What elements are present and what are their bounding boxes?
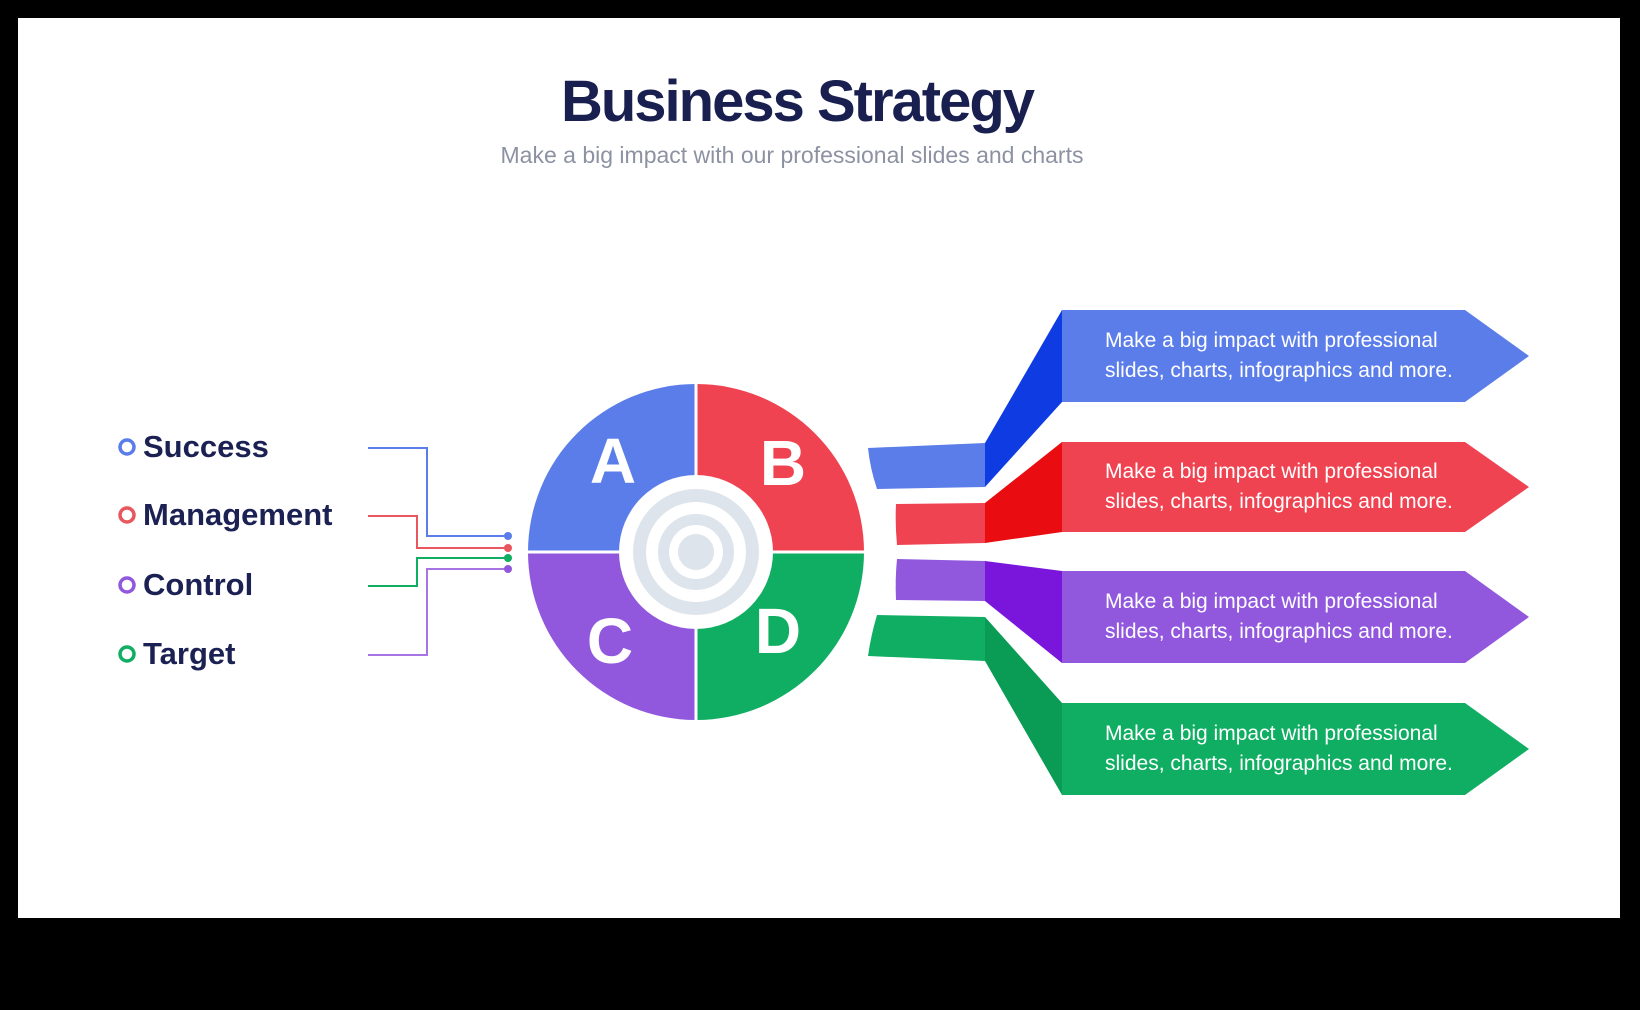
banner-text-1: Make a big impact with professional slid…	[1105, 310, 1495, 402]
connector-line-control	[368, 557, 505, 587]
banner-text-4-line-1: Make a big impact with professional	[1105, 722, 1438, 745]
banner-text-4-line-2: slides, charts, infographics and more.	[1105, 752, 1453, 775]
ribbon-band-4	[868, 615, 985, 661]
banner-text-3-line-1: Make a big impact with professional	[1105, 590, 1438, 613]
banner-text-3-line-2: slides, charts, infographics and more.	[1105, 620, 1453, 643]
ribbon-band-3	[895, 559, 985, 601]
quadrant-letter-b: B	[760, 427, 806, 499]
ribbon-band-2	[895, 503, 985, 545]
ribbon-fold-4	[985, 617, 1062, 795]
ribbon-fold-3	[985, 561, 1062, 663]
banner-text-2-line-1: Make a big impact with professional	[1105, 460, 1438, 483]
connector-dot-red	[504, 544, 512, 552]
bullseye-center	[678, 534, 714, 570]
connector-line-management	[368, 515, 505, 549]
ribbon-banner-1	[1062, 310, 1529, 402]
banner-text-2: Make a big impact with professional slid…	[1105, 442, 1495, 532]
legend-bullet-management	[118, 506, 136, 524]
ribbon-fold-1	[985, 310, 1062, 487]
ribbon-fold-2	[985, 442, 1062, 543]
quadrant-letter-c: C	[587, 605, 633, 677]
banner-text-1-line-2: slides, charts, infographics and more.	[1105, 359, 1453, 382]
legend-bullet-success	[118, 438, 136, 456]
connector-dot-green	[504, 554, 512, 562]
ribbon-banner-4	[1062, 703, 1529, 795]
legend-label-target: Target	[143, 636, 236, 671]
legend-label-success: Success	[143, 429, 269, 464]
ribbon-banner-2	[1062, 442, 1529, 532]
connector-line-target	[368, 568, 505, 656]
connector-line-success	[368, 447, 505, 537]
legend-label-control: Control	[143, 567, 254, 602]
banner-text-2-line-2: slides, charts, infographics and more.	[1105, 490, 1453, 513]
target-bullseye	[619, 475, 773, 629]
banner-text-4: Make a big impact with professional slid…	[1105, 703, 1495, 795]
banner-text-1-line-1: Make a big impact with professional	[1105, 329, 1438, 352]
quadrant-letter-a: A	[590, 425, 636, 497]
legend-label-management: Management	[143, 497, 333, 532]
page-subtitle: Make a big impact with our professional …	[500, 142, 1084, 168]
quadrant-letter-d: D	[755, 595, 801, 667]
ribbon-band-1	[868, 443, 985, 489]
ribbon-banner-3	[1062, 571, 1529, 663]
connector-dot-purple	[504, 565, 512, 573]
legend-bullet-control	[118, 576, 136, 594]
connector-dot-blue	[504, 532, 512, 540]
page-title: Business Strategy	[560, 69, 1035, 134]
banner-text-3: Make a big impact with professional slid…	[1105, 571, 1495, 663]
legend-bullet-target	[118, 645, 136, 663]
